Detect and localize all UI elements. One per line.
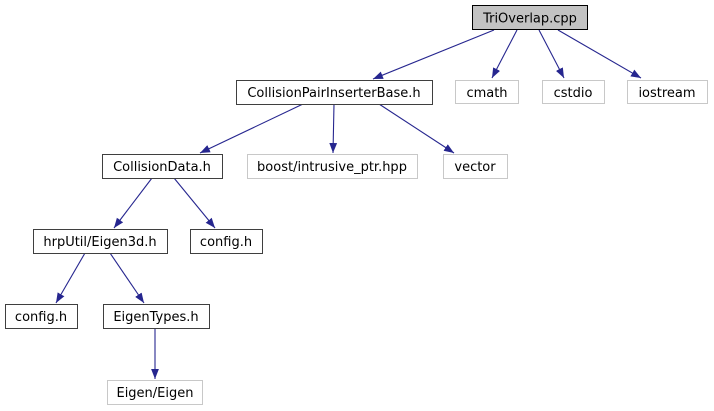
- edge-trioverlap-to-collisionpairinserterbase: [372, 29, 495, 80]
- edge-trioverlap-to-iostream: [557, 29, 642, 79]
- edge-collisiondata-to-hrputil-eigen3d: [113, 177, 153, 229]
- node-box: [190, 229, 263, 254]
- node-box: [33, 229, 168, 254]
- node-collisiondata-h[interactable]: CollisionData.h: [102, 154, 223, 179]
- node-config-h-right[interactable]: config.h: [190, 229, 263, 254]
- node-label: vector: [454, 160, 496, 175]
- node-label: cmath: [466, 86, 507, 101]
- node-label: hrpUtil/Eigen3d.h: [43, 235, 156, 250]
- node-box: [443, 154, 508, 179]
- node-eigen-eigen: Eigen/Eigen: [107, 380, 203, 405]
- node-box: [107, 380, 203, 405]
- edge-collisionpairinserterbase-to-collisiondata: [199, 103, 304, 154]
- node-box: [472, 5, 588, 30]
- edge-trioverlap-to-cmath: [491, 29, 518, 79]
- node-box: [103, 304, 210, 329]
- node-iostream: iostream: [627, 80, 708, 104]
- node-label: CollisionData.h: [113, 160, 211, 175]
- node-label: config.h: [200, 235, 252, 250]
- edge-hrputil-eigen3d-to-eigentypes: [109, 252, 145, 304]
- node-vector: vector: [443, 154, 508, 179]
- node-box: [236, 80, 433, 105]
- node-cmath: cmath: [455, 80, 519, 104]
- edge-collisionpairinserterbase-to-boost-intrusive-ptr: [329, 103, 338, 154]
- node-box: [102, 154, 223, 179]
- edge-collisionpairinserterbase-to-vector: [378, 103, 455, 154]
- node-box: [247, 154, 418, 179]
- node-label: TriOverlap.cpp: [482, 12, 577, 27]
- node-trioverlap-cpp: TriOverlap.cpp: [472, 5, 588, 30]
- node-label: Eigen/Eigen: [116, 386, 193, 401]
- edge-trioverlap-to-cstdio: [538, 29, 565, 79]
- node-box: [542, 80, 605, 104]
- node-label: iostream: [638, 86, 695, 101]
- node-label: EigenTypes.h: [113, 310, 198, 325]
- node-cstdio: cstdio: [542, 80, 605, 104]
- node-label: config.h: [15, 310, 67, 325]
- graph-edges: [55, 29, 642, 379]
- node-boost-intrusive-ptr-hpp: boost/intrusive_ptr.hpp: [247, 154, 418, 179]
- node-config-h-left[interactable]: config.h: [5, 304, 78, 329]
- node-hrputil-eigen3d-h[interactable]: hrpUtil/Eigen3d.h: [33, 229, 168, 254]
- node-eigentypes-h[interactable]: EigenTypes.h: [103, 304, 210, 329]
- node-label: boost/intrusive_ptr.hpp: [257, 160, 407, 175]
- edge-hrputil-eigen3d-to-config-left: [55, 252, 86, 304]
- node-box: [627, 80, 708, 104]
- node-label: CollisionPairInserterBase.h: [247, 86, 420, 101]
- node-label: cstdio: [554, 86, 593, 101]
- node-box: [455, 80, 519, 104]
- node-collisionpairinserterbase-h[interactable]: CollisionPairInserterBase.h: [236, 80, 433, 105]
- edge-collisiondata-to-config-right: [173, 177, 216, 229]
- node-box: [5, 304, 78, 329]
